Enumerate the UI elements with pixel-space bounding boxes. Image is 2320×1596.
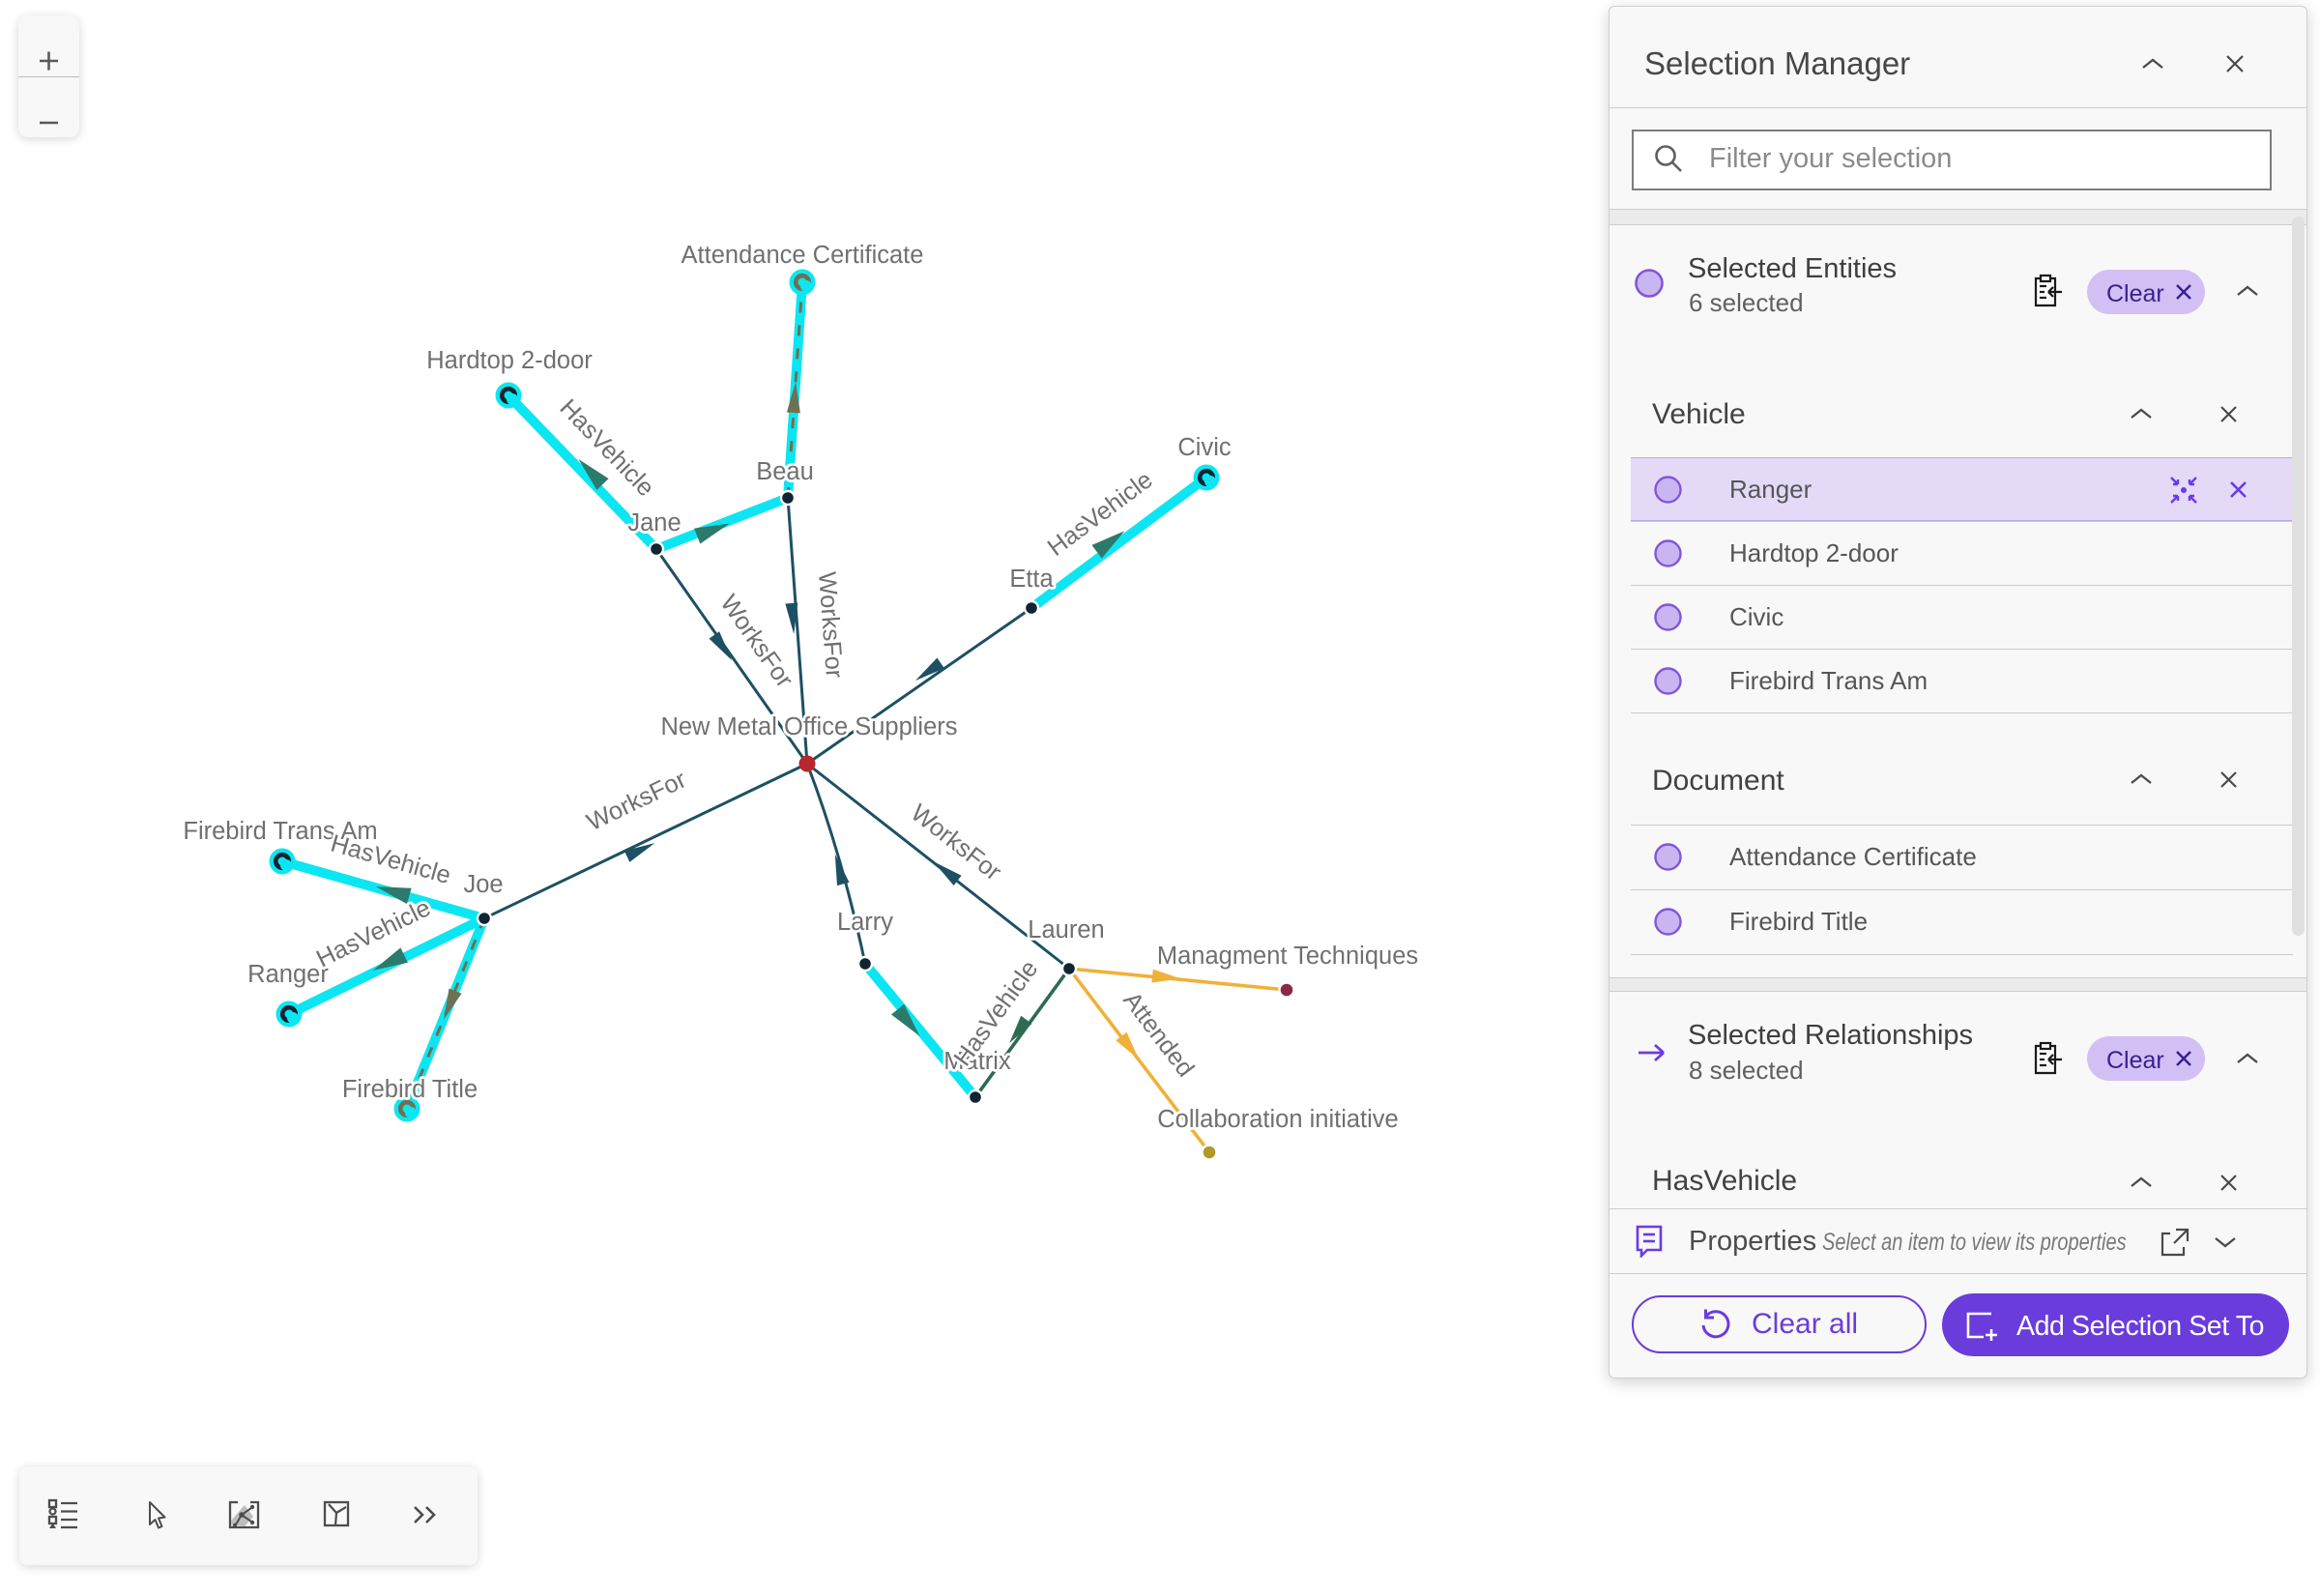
svg-text:Larry: Larry [837, 909, 893, 936]
svg-text:HasVehicle: HasVehicle [312, 894, 435, 972]
svg-text:Ranger: Ranger [247, 961, 329, 988]
svg-text:Firebird Title: Firebird Title [342, 1076, 478, 1103]
svg-text:Hardtop 2-door: Hardtop 2-door [426, 347, 593, 374]
svg-text:Beau: Beau [756, 458, 814, 485]
svg-text:Collaboration initiative: Collaboration initiative [1157, 1106, 1398, 1133]
svg-text:Civic: Civic [1177, 434, 1231, 461]
svg-text:Jane: Jane [627, 509, 681, 537]
svg-text:Attended: Attended [1117, 987, 1199, 1082]
svg-text:Etta: Etta [1009, 566, 1054, 593]
svg-text:Joe: Joe [463, 871, 503, 898]
svg-text:WorksFor: WorksFor [813, 571, 848, 680]
svg-text:Firebird Trans Am: Firebird Trans Am [183, 818, 377, 845]
svg-text:Matrix: Matrix [943, 1048, 1011, 1075]
svg-text:Lauren: Lauren [1028, 916, 1104, 943]
svg-text:New Metal Office Suppliers: New Metal Office Suppliers [660, 713, 957, 740]
svg-text:HasVehicle: HasVehicle [554, 394, 659, 502]
svg-text:Attendance Certificate: Attendance Certificate [682, 242, 924, 269]
svg-text:Managment Techniques: Managment Techniques [1157, 943, 1418, 970]
